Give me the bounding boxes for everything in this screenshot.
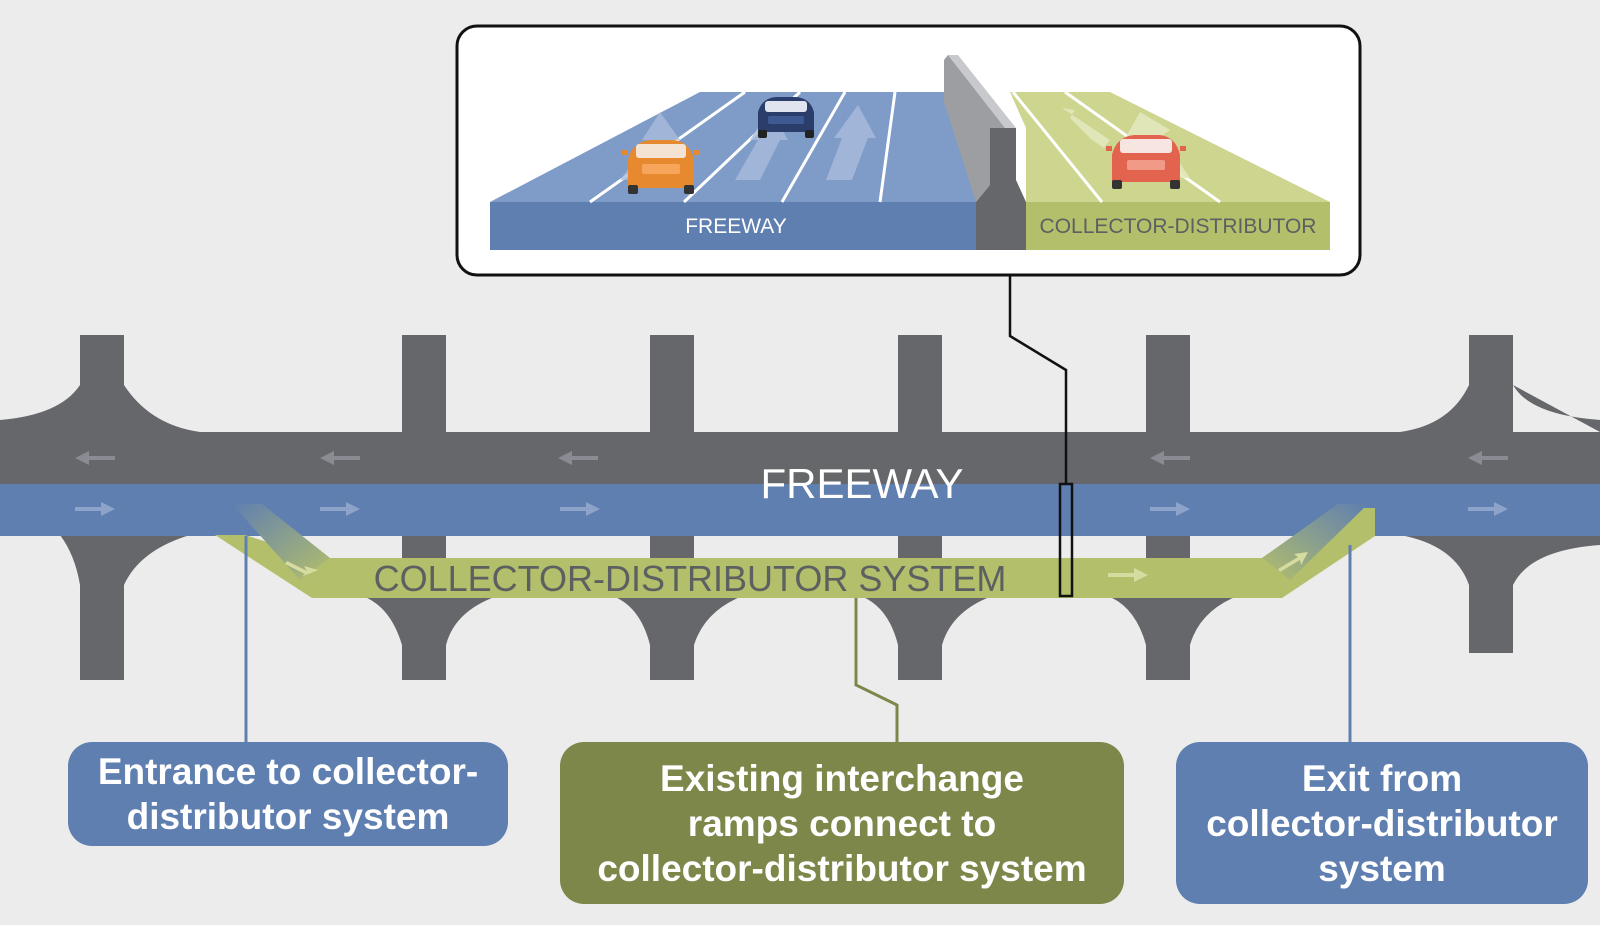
ramp-curve [446, 595, 500, 645]
inset-freeway-label: FREEWAY [685, 215, 787, 238]
interchange-ramps [0, 385, 1600, 645]
ramp-curve [1400, 535, 1469, 585]
ramp-curve [858, 595, 898, 645]
cd-system-label: COLLECTOR-DISTRIBUTOR SYSTEM [374, 558, 1007, 599]
cd-exit-ramp [1262, 504, 1368, 580]
orange-car-icon [622, 140, 700, 194]
inset-cd-front [1026, 202, 1330, 250]
ramp-curve [1513, 535, 1600, 585]
ramp-curve [694, 595, 745, 645]
navy-car-icon [758, 97, 814, 138]
ramp-curve [942, 595, 995, 645]
red-car-icon [1106, 135, 1186, 189]
ramp-curve [1513, 385, 1600, 432]
lane-arrows [75, 451, 1508, 582]
ramp-curve [124, 535, 190, 585]
cd-entrance-ramp [232, 504, 330, 580]
inset-barrier-face [976, 128, 1026, 250]
ramp-curve [1105, 595, 1146, 645]
ramp-curve [610, 595, 650, 645]
inset-freeway-front [490, 202, 976, 250]
lane-arrow-icon [75, 502, 1508, 516]
freeway-westbound [0, 432, 1600, 484]
interchange-callout: Existing interchange ramps connect to co… [560, 742, 1124, 904]
exit-callout: Exit from collector-distributor system [1176, 742, 1588, 904]
ramp-curve [360, 595, 402, 645]
exit-callout-text: Exit from collector-distributor system [1206, 757, 1558, 889]
ramp-curve [124, 385, 200, 432]
ramp-curve [1400, 385, 1469, 432]
cross-section-inset: FREEWAY COLLECTOR-DISTRIBUTOR [455, 24, 1362, 277]
ramp-curve [0, 385, 80, 432]
ramp-curve [1190, 595, 1240, 645]
lane-arrow-icon [285, 552, 1308, 582]
entrance-callout: Entrance to collector- distributor syste… [68, 742, 508, 846]
interchange-callout-text: Existing interchange ramps connect to co… [597, 757, 1087, 889]
lane-arrow-icon [75, 451, 1508, 465]
entrance-callout-text: Entrance to collector- distributor syste… [97, 751, 479, 837]
freeway-label: FREEWAY [760, 460, 963, 507]
inset-leader-line [1008, 275, 1068, 484]
interchange-leader-line [854, 598, 899, 742]
inset-barrier-side [944, 55, 1005, 202]
inset-cd-label: COLLECTOR-DISTRIBUTOR [1040, 215, 1317, 238]
cd-roadway [215, 508, 1375, 598]
inset-barrier-top [948, 55, 1016, 128]
ramp-curve [0, 535, 80, 585]
